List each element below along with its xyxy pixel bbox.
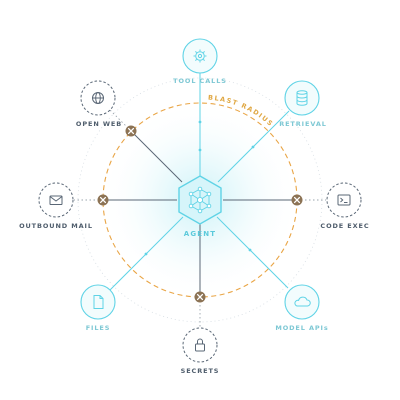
agent-node[interactable] xyxy=(178,175,222,225)
node-circle xyxy=(80,284,116,320)
flow-dot xyxy=(198,148,202,152)
flow-dot xyxy=(248,248,252,252)
node-label-model-apis: MODEL APIs xyxy=(275,324,328,332)
block-marker-outbound-mail xyxy=(97,194,109,206)
connector-model-apis xyxy=(216,216,289,289)
node-label-open-web: OPEN WEB xyxy=(76,120,122,128)
block-marker-open-web xyxy=(125,125,137,137)
node-secrets[interactable] xyxy=(182,327,218,363)
node-circle xyxy=(284,284,320,320)
connector-open-web xyxy=(130,130,183,183)
flow-dot xyxy=(144,252,148,256)
node-circle xyxy=(38,182,74,218)
node-circle xyxy=(182,38,218,74)
block-marker-secrets xyxy=(194,291,206,303)
node-open-web[interactable] xyxy=(80,80,116,116)
agent-label: AGENT xyxy=(184,230,217,238)
gear-icon xyxy=(193,49,207,63)
flow-dot xyxy=(198,120,202,124)
x-icon xyxy=(99,196,107,204)
node-label-tool-calls: TOOL CALLS xyxy=(173,77,227,85)
node-label-files: FILES xyxy=(86,324,111,332)
node-model-apis[interactable] xyxy=(284,284,320,320)
cloud-icon xyxy=(294,296,311,307)
node-label-retrieval: RETRIEVAL xyxy=(279,120,327,128)
block-markers xyxy=(97,125,303,303)
terminal-icon xyxy=(337,194,351,206)
node-files[interactable] xyxy=(80,284,116,320)
mail-icon xyxy=(49,195,63,205)
node-label-code-exec: CODE EXEC xyxy=(320,222,369,230)
lock-icon xyxy=(195,338,205,352)
x-icon xyxy=(196,293,204,301)
node-label-secrets: SECRETS xyxy=(181,367,220,375)
flow-dot xyxy=(251,145,255,149)
x-icon xyxy=(127,127,135,135)
node-tool-calls[interactable] xyxy=(182,38,218,74)
file-icon xyxy=(93,295,104,309)
x-icon xyxy=(293,196,301,204)
block-marker-code-exec xyxy=(291,194,303,206)
node-outbound-mail[interactable] xyxy=(38,182,74,218)
node-label-outbound-mail: OUTBOUND MAIL xyxy=(19,222,93,230)
node-code-exec[interactable] xyxy=(326,182,362,218)
node-circle xyxy=(326,182,362,218)
database-icon xyxy=(296,90,308,106)
node-circle xyxy=(182,327,218,363)
globe-icon xyxy=(92,92,104,104)
network-hub-icon xyxy=(188,186,212,214)
node-retrieval[interactable] xyxy=(284,80,320,116)
